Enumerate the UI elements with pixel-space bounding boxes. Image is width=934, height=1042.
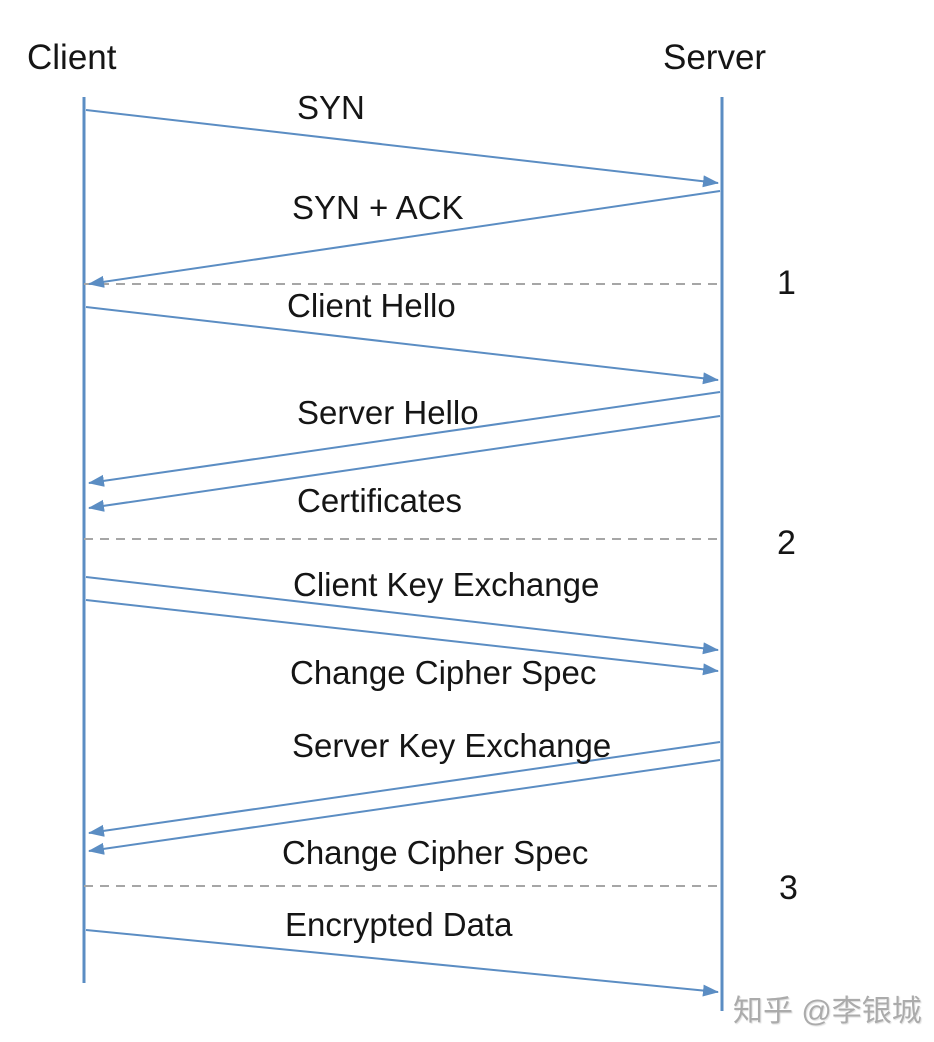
message-label-server-key-exchange: Server Key Exchange — [292, 727, 612, 764]
phase-number-1: 1 — [777, 264, 796, 302]
message-arrow-5 — [85, 576, 719, 655]
message-arrow-1 — [88, 190, 721, 288]
message-label-syn: SYN — [297, 89, 365, 126]
message-arrow-4 — [88, 415, 721, 512]
message-arrow-3 — [88, 391, 721, 487]
watermark-zhihu-author: 知乎 @李银城 — [733, 995, 922, 1028]
message-arrow-9 — [85, 929, 719, 997]
message-label-encrypted-data: Encrypted Data — [285, 906, 513, 943]
message-arrow-7 — [88, 741, 721, 837]
message-label-syn-ack: SYN + ACK — [292, 189, 464, 226]
actor-label-server: Server — [663, 38, 767, 77]
actor-label-client: Client — [27, 38, 117, 77]
message-arrow-0 — [85, 109, 719, 188]
phase-number-3: 3 — [779, 869, 798, 907]
message-arrow-2 — [85, 306, 719, 385]
message-arrow-6 — [85, 599, 719, 676]
message-label-client-key-exchange: Client Key Exchange — [293, 566, 600, 603]
message-label-client-hello: Client Hello — [287, 287, 456, 324]
message-label-change-cipher-spec-client: Change Cipher Spec — [290, 654, 597, 691]
phase-number-2: 2 — [777, 524, 796, 562]
message-label-server-hello: Server Hello — [297, 394, 479, 431]
message-arrow-8 — [88, 759, 721, 855]
message-label-change-cipher-spec-server: Change Cipher Spec — [282, 834, 589, 871]
message-label-certificates: Certificates — [297, 482, 463, 519]
